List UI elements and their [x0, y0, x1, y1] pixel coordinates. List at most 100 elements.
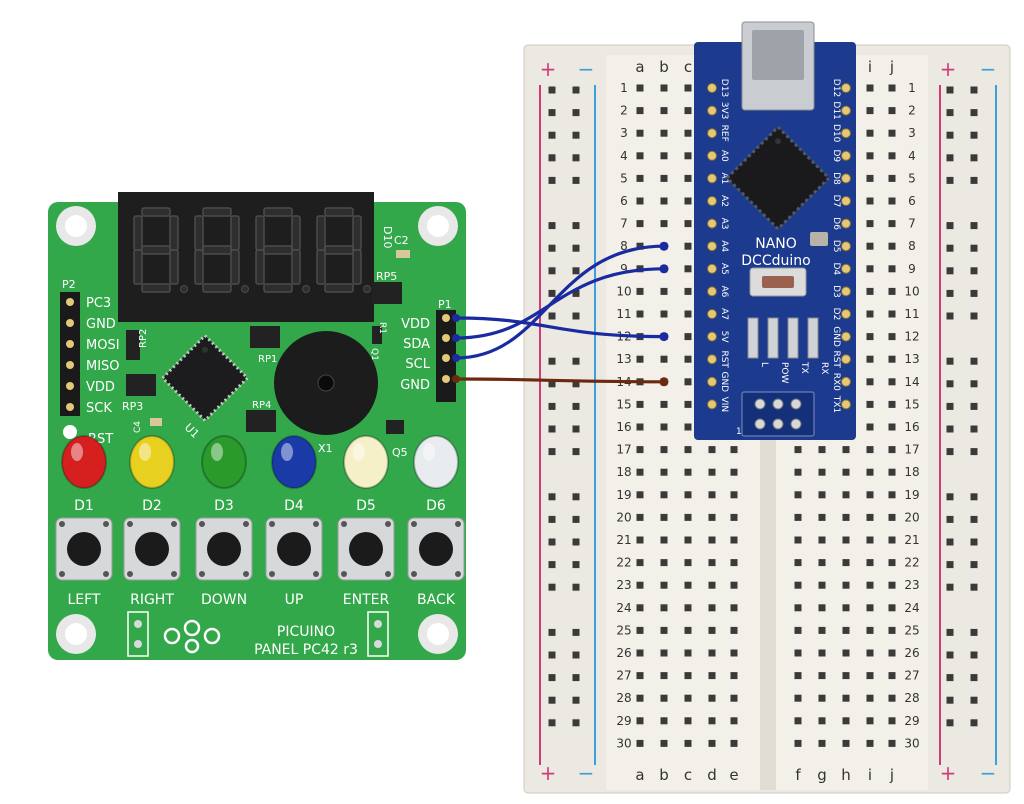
button-left-cap[interactable]: [67, 532, 101, 566]
row-label-left: 16: [616, 420, 631, 434]
breadboard-hole: [660, 400, 668, 408]
breadboard-hole: [794, 581, 802, 589]
breadboard-hole: [636, 197, 644, 205]
nano-pin-label-right: D10: [831, 124, 841, 143]
nano-pin-label-right: RST: [831, 350, 841, 368]
row-label-left: 27: [616, 669, 631, 683]
reset-button-cap[interactable]: [762, 276, 794, 288]
breadboard-hole: [636, 536, 644, 544]
rail-hole: [572, 651, 580, 659]
breadboard-hole: [684, 513, 692, 521]
button-right-cap[interactable]: [135, 532, 169, 566]
nano-pin-right: [841, 286, 851, 297]
breadboard-hole: [660, 649, 668, 657]
nano-pin-left: [707, 241, 717, 252]
display-segment: [141, 245, 171, 255]
rail-hole: [970, 561, 978, 569]
rail-hole: [970, 696, 978, 704]
display-segment: [230, 215, 240, 251]
jumper-left-pin-1: [134, 620, 142, 628]
breadboard-hole: [708, 626, 716, 634]
nano-pin-label-left: A6: [719, 285, 729, 297]
breadboard-hole: [888, 378, 896, 386]
brand-name: PICUINO: [277, 624, 335, 640]
button-label-right: RIGHT: [130, 592, 174, 608]
breadboard-hole: [636, 581, 644, 589]
led-d1: [61, 435, 107, 489]
row-label-right: 5: [908, 171, 916, 185]
breadboard-hole: [730, 491, 738, 499]
breadboard-hole: [708, 672, 716, 680]
breadboard-hole: [888, 220, 896, 228]
breadboard-hole: [684, 152, 692, 160]
breadboard-hole: [684, 559, 692, 567]
breadboard-hole: [866, 468, 874, 476]
rail-hole: [548, 86, 556, 94]
breadboard-hole: [636, 468, 644, 476]
rail-hole: [548, 493, 556, 501]
led-highlight: [71, 443, 83, 461]
breadboard-hole: [660, 129, 668, 137]
rp2-label: RP2: [138, 329, 149, 348]
breadboard-hole: [636, 287, 644, 295]
button-enter-cap[interactable]: [349, 532, 383, 566]
row-label-left: 22: [616, 556, 631, 570]
rail-hole: [970, 719, 978, 727]
row-label-left: 25: [616, 623, 631, 637]
breadboard-hole: [660, 107, 668, 115]
button-corner: [103, 521, 109, 527]
wire-end-panel: [452, 334, 460, 342]
breadboard-holes: [548, 84, 978, 747]
rail-hole: [548, 380, 556, 388]
breadboard-hole: [708, 468, 716, 476]
button-corner: [385, 571, 391, 577]
nano-pin-label-left: A4: [719, 240, 729, 252]
breadboard-hole: [866, 107, 874, 115]
p2-pin-label: GND: [86, 317, 116, 332]
nano-pin-right: [841, 105, 851, 116]
breadboard-hole: [794, 694, 802, 702]
button-down-cap[interactable]: [207, 532, 241, 566]
p2-pin: [66, 319, 74, 327]
breadboard-hole: [684, 265, 692, 273]
row-label-right: 2: [908, 104, 916, 118]
nano-pin-label-left: A0: [719, 150, 729, 162]
breadboard-hole: [794, 649, 802, 657]
breadboard-hole: [888, 310, 896, 318]
button-back-cap[interactable]: [419, 532, 453, 566]
breadboard-hole: [842, 604, 850, 612]
p2-pin-label: MOSI: [86, 338, 120, 353]
breadboard-hole: [684, 694, 692, 702]
button-label-down: DOWN: [201, 592, 247, 608]
rail-hole: [946, 267, 954, 275]
button-corner: [269, 521, 275, 527]
breadboard-hole: [866, 581, 874, 589]
breadboard-hole: [866, 287, 874, 295]
breadboard-hole: [636, 84, 644, 92]
led-highlight: [139, 443, 151, 461]
col-label-top-c: c: [684, 58, 692, 76]
breadboard-hole: [818, 491, 826, 499]
p2-pin: [66, 361, 74, 369]
row-label-right: 25: [904, 623, 919, 637]
rail-hole: [548, 448, 556, 456]
breadboard-hole: [708, 491, 716, 499]
button-up-cap[interactable]: [277, 532, 311, 566]
rail-hole: [572, 86, 580, 94]
rail-hole: [970, 515, 978, 523]
breadboard-hole: [888, 446, 896, 454]
rail-hole: [572, 267, 580, 275]
breadboard-hole: [866, 400, 874, 408]
rp3-label: RP3: [122, 400, 143, 413]
breadboard-hole: [866, 197, 874, 205]
button-corner: [269, 571, 275, 577]
nano-pin-right: [841, 150, 851, 161]
left-rail-plus-top: +: [540, 57, 557, 81]
breadboard-hole: [660, 446, 668, 454]
col-label-bottom-d: d: [707, 766, 717, 784]
breadboard-hole: [660, 287, 668, 295]
breadboard-hole: [818, 536, 826, 544]
rail-hole: [548, 402, 556, 410]
rail-hole: [970, 244, 978, 252]
